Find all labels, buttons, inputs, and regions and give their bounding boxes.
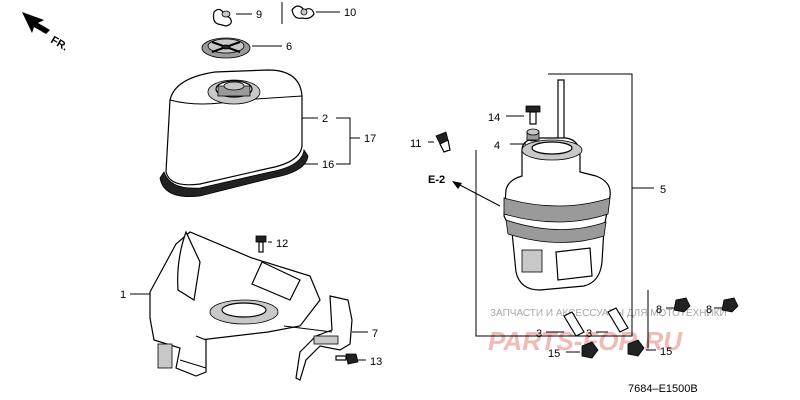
air-cleaner-housing-5	[503, 79, 611, 291]
callout-9: 9	[256, 9, 262, 21]
bracket-7	[295, 295, 353, 381]
nut-8b	[721, 297, 739, 313]
callout-6: 6	[286, 41, 292, 53]
callout-1: 1	[120, 289, 126, 301]
callout-8b: 8	[706, 304, 712, 316]
grommet-6	[201, 37, 251, 59]
wing-nut-10	[291, 5, 315, 20]
reference-arrow-icon	[452, 181, 462, 189]
callout-13: 13	[370, 356, 382, 368]
air-cleaner-cover-2	[165, 69, 303, 186]
screw-11	[435, 131, 451, 153]
callout-16: 16	[322, 159, 334, 171]
callout-4: 4	[494, 140, 500, 152]
callout-7: 7	[372, 328, 378, 340]
callout-15a: 15	[548, 348, 560, 360]
stud-3b	[607, 307, 629, 333]
callout-14: 14	[488, 112, 500, 124]
callout-2: 2	[322, 113, 328, 125]
bolt-13	[335, 353, 359, 365]
section-ref: E-2	[428, 174, 445, 186]
callout-15b: 15	[660, 346, 672, 358]
callout-8a: 8	[656, 304, 662, 316]
gasket-16	[159, 148, 309, 197]
callout-11: 11	[410, 138, 421, 150]
nut-15b	[627, 339, 645, 357]
nut-8a	[673, 297, 691, 313]
callout-5: 5	[660, 184, 666, 196]
air-cleaner-case-1	[149, 230, 321, 377]
direction-label: FR.	[49, 34, 70, 53]
stud-3a	[563, 311, 585, 337]
wing-nut-9	[212, 8, 232, 27]
callout-3b: 3	[586, 328, 592, 340]
callout-3a: 3	[536, 328, 542, 340]
callout-12: 12	[276, 238, 288, 250]
bolt-12	[255, 235, 267, 253]
callout-17: 17	[364, 133, 376, 145]
bolt-14	[525, 105, 541, 125]
callout-10: 10	[344, 7, 356, 19]
front-direction-arrow-icon	[22, 12, 50, 34]
collar-4	[526, 128, 540, 142]
nut-15a	[581, 341, 599, 359]
group-5-bracket	[475, 73, 633, 337]
diagram-code: 7684–E1500B	[628, 383, 698, 395]
